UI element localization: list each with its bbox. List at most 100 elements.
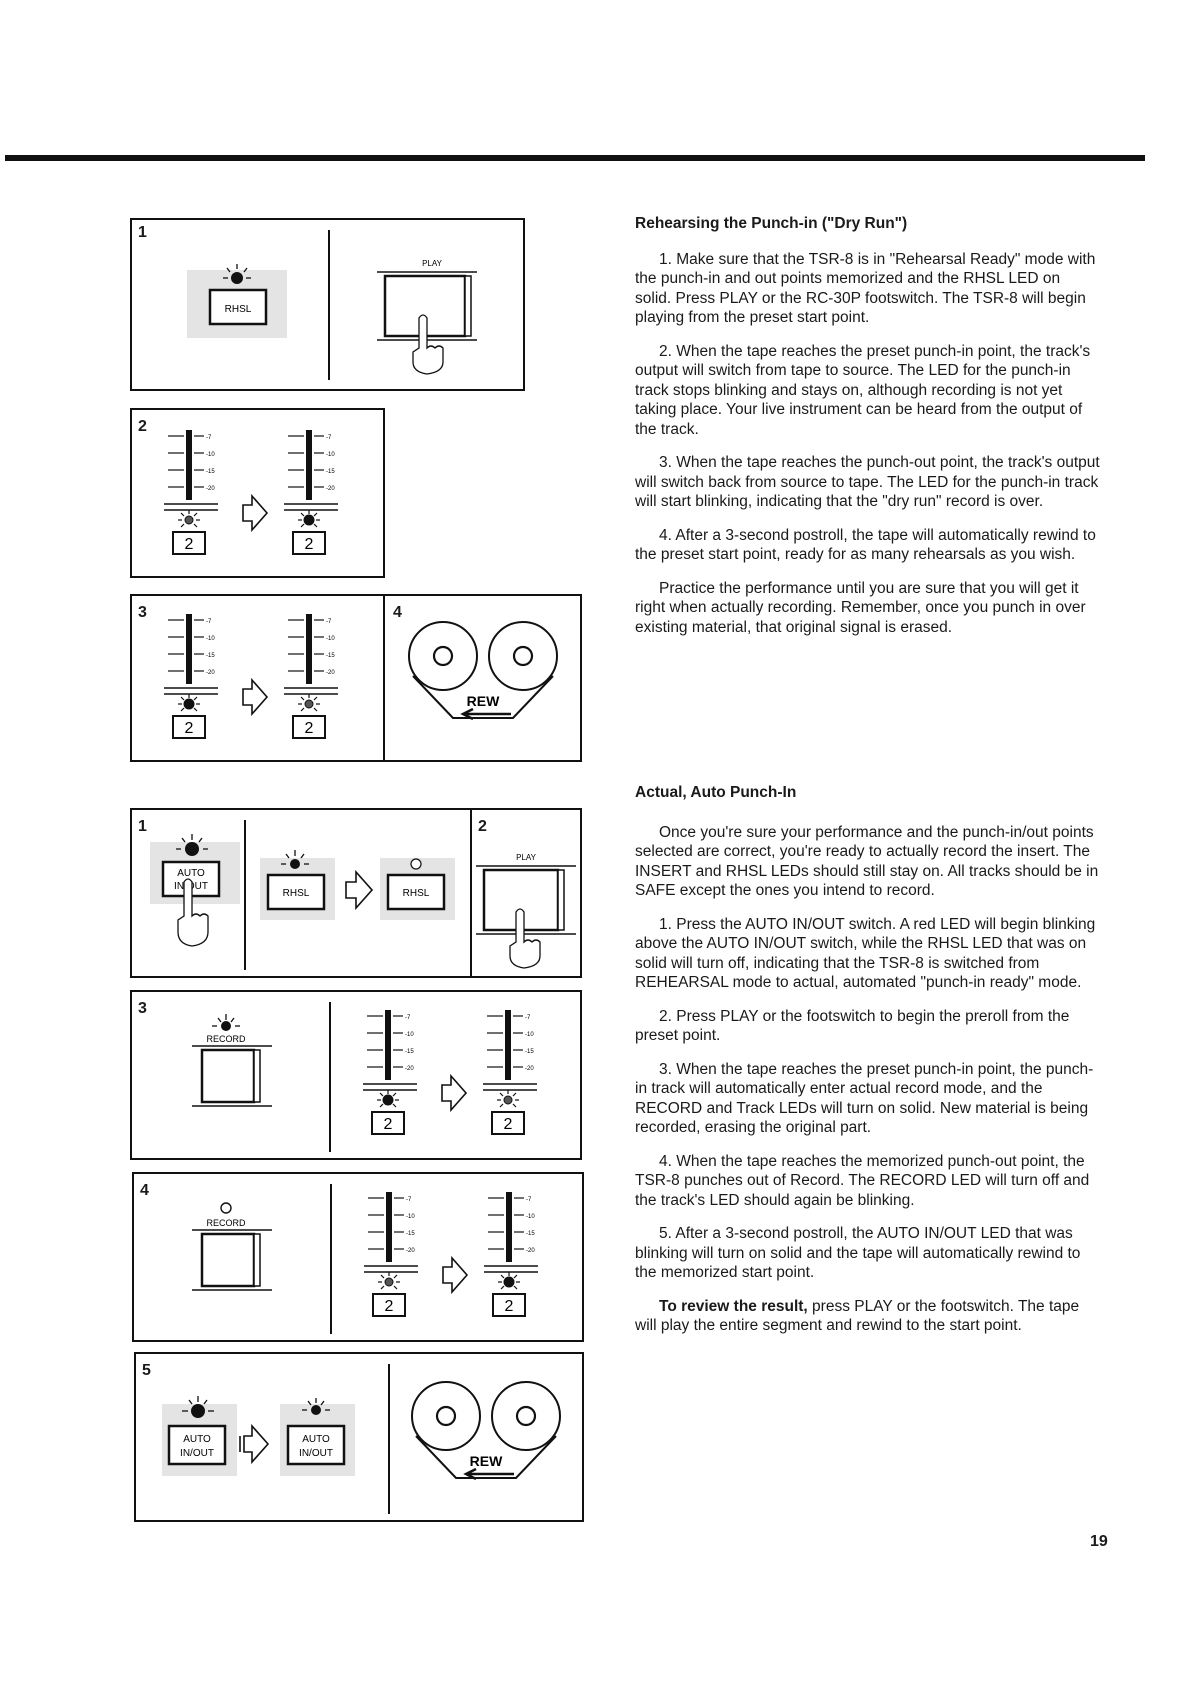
divider xyxy=(330,1184,332,1334)
track-number: 2 xyxy=(185,720,194,737)
meter-mark: -7 xyxy=(526,1197,532,1203)
rew-label: REW xyxy=(467,693,500,709)
meter-mark: -15 xyxy=(206,469,215,475)
meter-mark: -10 xyxy=(526,1214,535,1220)
inout-label: IN/OUT xyxy=(299,1448,333,1459)
divider xyxy=(388,1364,390,1514)
rewind-arrow-icon xyxy=(463,1467,514,1481)
step-number: 4 xyxy=(393,604,402,621)
paragraph: 1. Make sure that the TSR-8 is in "Rehea… xyxy=(635,250,1096,327)
record-label: RECORD xyxy=(206,1218,246,1228)
track-number: 2 xyxy=(305,536,314,553)
text-section-auto-punch-in: Actual, Auto Punch-In Once you're sure y… xyxy=(635,783,1100,1350)
figure-b5: 5 AUTO IN/OUT AUTO IN/OUT REW xyxy=(134,1352,584,1522)
auto-label: AUTO xyxy=(302,1434,330,1445)
meter-mark: -15 xyxy=(406,1231,415,1237)
auto-label: AUTO xyxy=(177,868,205,879)
meter-mark: -15 xyxy=(206,653,215,659)
transition-arrow-icon xyxy=(242,493,269,533)
inout-label: IN/OUT xyxy=(180,1448,214,1459)
tape-reels: REW xyxy=(408,621,558,721)
meter-mark: -7 xyxy=(326,619,332,625)
divider xyxy=(244,820,246,970)
play-label: PLAY xyxy=(516,853,537,862)
meter-mark: -7 xyxy=(206,619,212,625)
track-number: 2 xyxy=(185,536,194,553)
meter-mark: -20 xyxy=(206,670,215,676)
level-meter: -7 -10 -15 -20 2 xyxy=(164,614,218,739)
level-meter: -7-10-15-202 xyxy=(363,1010,417,1135)
step-number: 3 xyxy=(138,604,147,621)
paragraph: 4. When the tape reaches the memorized p… xyxy=(635,1152,1090,1209)
rewind-reels-illustration: REW xyxy=(408,621,558,721)
meter-mark: -20 xyxy=(206,486,215,492)
step-number: 5 xyxy=(142,1362,151,1379)
meter-mark: -20 xyxy=(326,670,335,676)
rhsl-transition-illustration: RHSL RHSL xyxy=(260,850,455,920)
record-label: RECORD xyxy=(206,1034,246,1044)
review-rest: press PLAY or the footswitch. The tape w… xyxy=(635,1297,1080,1335)
paragraph: 1. Press the AUTO IN/OUT switch. A red L… xyxy=(635,915,1096,992)
level-meter: -7-10-15-202 xyxy=(484,1192,538,1317)
level-meter: -7-10-15-202 xyxy=(284,614,338,739)
rewind-reels-illustration: REW xyxy=(411,1381,561,1481)
step-number: 2 xyxy=(138,418,147,435)
meter-mark: -20 xyxy=(526,1248,535,1254)
meter-mark: -7 xyxy=(406,1197,412,1203)
auto-inout-button-illustration: AUTO IN/OUT xyxy=(150,834,240,947)
paragraph: 2. Press PLAY or the footswitch to begin… xyxy=(635,1007,1070,1045)
level-meter-illustration: -7-10-15-202-7-10-15-202 xyxy=(164,430,338,555)
divider xyxy=(328,230,330,380)
track-number: 2 xyxy=(385,1298,394,1315)
rhsl-label: RHSL xyxy=(225,304,252,315)
rewind-arrow-icon xyxy=(460,707,511,721)
figure-a4: 4 REW xyxy=(383,594,582,762)
paragraph: 4. After a 3-second postroll, the tape w… xyxy=(635,526,1096,564)
play-button-illustration: PLAY xyxy=(377,259,477,375)
meter-mark: -7 xyxy=(405,1015,411,1021)
meter-mark: -10 xyxy=(206,636,215,642)
rhsl-label: RHSL xyxy=(403,888,430,899)
track-number: 2 xyxy=(504,1116,513,1133)
meter-mark: -7 xyxy=(525,1015,531,1021)
paragraph: 2. When the tape reaches the preset punc… xyxy=(635,342,1091,438)
section-heading: Actual, Auto Punch-In xyxy=(635,784,797,801)
divider xyxy=(329,1002,331,1152)
figure-b1: 1 AUTO IN/OUT RHSL RHSL xyxy=(130,808,472,978)
track-number: 2 xyxy=(384,1116,393,1133)
step-number: 4 xyxy=(140,1182,149,1199)
section-heading: Rehearsing the Punch-in ("Dry Run") xyxy=(635,215,908,232)
page-number: 19 xyxy=(1090,1533,1108,1550)
level-meter-illustration: -7-10-15-202-7-10-15-202 xyxy=(363,1010,537,1135)
rhsl-label: RHSL xyxy=(283,888,310,899)
review-paragraph: To review the result, press PLAY or the … xyxy=(635,1297,1100,1336)
level-meter: -7 -10 -15 -20 2 xyxy=(164,430,218,555)
meter-mark: -7 xyxy=(326,435,332,441)
paragraph: 3. When the tape reaches the punch-out p… xyxy=(635,454,1100,510)
step-number: 2 xyxy=(478,818,487,835)
figure-b2: 2 PLAY xyxy=(470,808,582,978)
meter-mark: -20 xyxy=(525,1066,534,1072)
tape-reels: REW xyxy=(411,1381,561,1481)
paragraph: 3. When the tape reaches the preset punc… xyxy=(635,1060,1094,1137)
transition-arrow-icon xyxy=(441,1073,468,1113)
meter-mark: -15 xyxy=(405,1049,414,1055)
record-button-illustration: RECORD xyxy=(192,1014,272,1107)
meter-mark: -10 xyxy=(525,1032,534,1038)
level-meter: -7 -10 -15 -20 2 xyxy=(483,1010,537,1135)
review-lead: To review the result, xyxy=(659,1297,808,1315)
step-number: 1 xyxy=(138,818,147,835)
level-meter: -7-10-15-202 xyxy=(284,430,338,555)
meter-mark: -15 xyxy=(326,469,335,475)
paragraph: Once you're sure your performance and th… xyxy=(635,823,1099,900)
meter-mark: -10 xyxy=(206,452,215,458)
play-label: PLAY xyxy=(422,259,443,268)
meter-mark: -7 xyxy=(206,435,212,441)
track-number: 2 xyxy=(305,720,314,737)
record-button-illustration: RECORD xyxy=(192,1202,272,1291)
meter-mark: -10 xyxy=(326,636,335,642)
meter-mark: -10 xyxy=(406,1214,415,1220)
meter-mark: -15 xyxy=(525,1049,534,1055)
